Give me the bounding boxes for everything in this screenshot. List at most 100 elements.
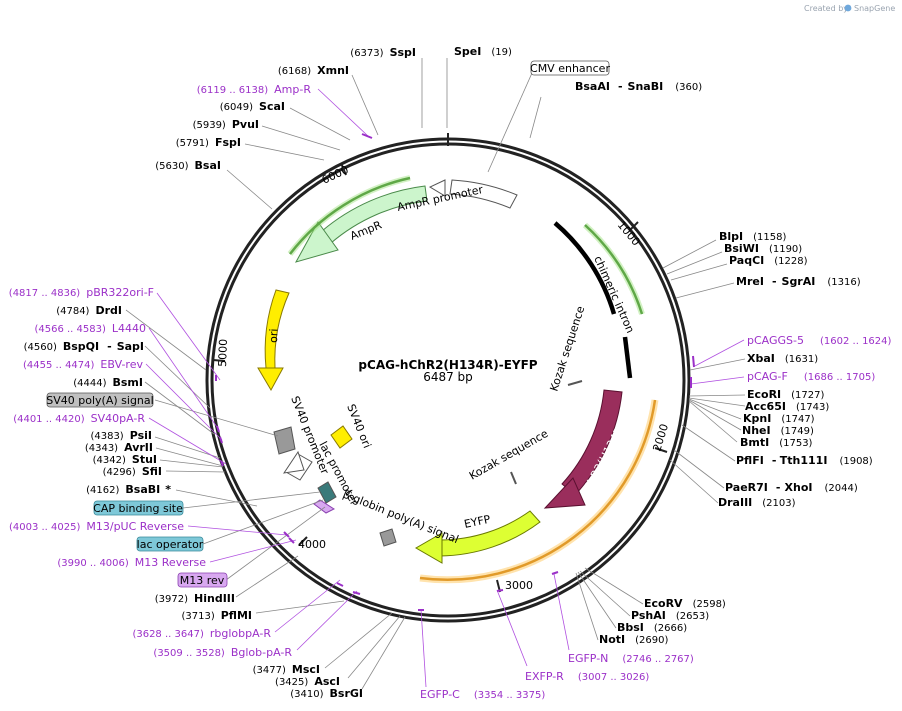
primer-amp-r[interactable]: (6119 .. 6138)Amp-R xyxy=(197,83,312,96)
tick-label-4000: 4000 xyxy=(298,538,326,551)
box-lac-operator[interactable]: lac operator xyxy=(136,536,204,552)
leader-m13puc xyxy=(187,525,288,536)
site-bsai[interactable]: (5630)BsaI xyxy=(155,159,221,172)
site-paqci[interactable]: PaqCI(1228) xyxy=(729,254,808,267)
site-bspqi-sapi[interactable]: (4560)BspQI-SapI xyxy=(24,340,144,353)
eyfp-arrowhead xyxy=(414,532,443,564)
leader-bglobpar xyxy=(296,590,358,651)
site-pshai[interactable]: PshAI(2653) xyxy=(631,609,709,622)
primer-m13puc[interactable]: (4003 .. 4025)M13/pUC Reverse xyxy=(9,520,184,533)
tick-1000 xyxy=(629,221,639,231)
box-cmv-enhancer[interactable]: CMV enhancer xyxy=(530,60,610,76)
leader-lines xyxy=(125,58,746,690)
primer-sv40par[interactable]: (4401 .. 4420)SV40pA-R xyxy=(13,412,145,425)
box-cap-binding-site[interactable]: CAP binding site xyxy=(93,500,184,516)
site-spei[interactable]: SpeI(19) xyxy=(454,45,512,58)
site-draiii[interactable]: DraIII(2103) xyxy=(718,496,796,509)
box-sv40-polya-text: SV40 poly(A) signal xyxy=(46,394,153,407)
primer-tick-sv40par xyxy=(220,460,224,467)
site-labels: (6373)SspI SpeI(19) BsaAI-SnaBI(360) (61… xyxy=(24,45,873,700)
site-pflmi[interactable]: (3713)PflMI xyxy=(181,609,252,622)
primer-ticks xyxy=(215,133,695,611)
site-sfii[interactable]: (4296)SfiI xyxy=(103,465,162,478)
primer-egfpc[interactable]: EGFP-C(3354 .. 3375) xyxy=(420,688,545,701)
primer-bglobpar[interactable]: (3509 .. 3528)Bglob-pA-R xyxy=(153,646,292,659)
leader-l4440 xyxy=(148,327,220,431)
beta-globin-polya-block xyxy=(379,528,397,547)
leader-stui xyxy=(159,459,224,468)
site-bsmi[interactable]: (4444)BsmI xyxy=(73,376,143,389)
site-avrii[interactable]: (4343)AvrII xyxy=(85,441,153,454)
primer-exfpr[interactable]: EXFP-R(3007 .. 3026) xyxy=(525,670,649,683)
site-bsrgi[interactable]: (3410)BsrGI xyxy=(290,687,363,700)
site-pvui[interactable]: (5939)PvuI xyxy=(193,118,259,131)
snapgene-logo-icon xyxy=(844,4,852,12)
site-bsaai-snabi[interactable]: BsaAI-SnaBI(360) xyxy=(575,80,702,93)
site-bsabi[interactable]: (4162)BsaBI* xyxy=(86,483,171,496)
primer-l4440[interactable]: (4566 .. 4583)L4440 xyxy=(34,322,146,335)
box-m13-rev-text: M13 rev xyxy=(180,574,225,587)
site-stui[interactable]: (4342)StuI xyxy=(93,453,157,466)
leader-bsabi xyxy=(175,489,258,507)
leader-draiii xyxy=(669,459,719,504)
leader-pbr322orif xyxy=(156,292,221,381)
primer-egfpn[interactable]: EGFP-N(2746 .. 2767) xyxy=(568,652,694,665)
site-noti[interactable]: NotI(2690) xyxy=(599,633,668,646)
site-sspi[interactable]: (6373)SspI xyxy=(350,46,416,59)
tick-4000 xyxy=(298,536,308,546)
leader-m13rev xyxy=(225,506,326,581)
site-bmti[interactable]: BmtI(1753) xyxy=(740,436,813,449)
kozak-mark-2 xyxy=(510,471,517,485)
site-msci[interactable]: (3477)MscI xyxy=(253,663,320,676)
feature-label-chimeric-intron: chimeric intron xyxy=(591,254,637,335)
leader-pflmi xyxy=(255,600,345,614)
site-pflfi-tth111i[interactable]: PflFI-Tth111I(1908) xyxy=(736,454,873,467)
primer-tick-ebvrev xyxy=(219,436,223,444)
leader-mrei xyxy=(675,282,735,299)
site-blpi[interactable]: BlpI(1158) xyxy=(719,230,786,243)
feature-label-kozak-1: Kozak sequence xyxy=(547,304,587,393)
site-xbai[interactable]: XbaI(1631) xyxy=(747,352,818,365)
site-mrei-sgrai[interactable]: MreI-SgrAI(1316) xyxy=(736,275,861,288)
leader-egfpc xyxy=(420,608,427,688)
leader-bsai xyxy=(226,169,273,210)
leader-sv40par xyxy=(148,417,227,465)
primer-pbr322orif[interactable]: (4817 .. 4836)pBR322ori-F xyxy=(9,286,154,299)
site-xmni[interactable]: (6168)XmnI xyxy=(278,64,349,77)
site-scai[interactable]: (6049)ScaI xyxy=(220,100,285,113)
chr2-arrowhead xyxy=(543,477,586,509)
leader-acc65i xyxy=(688,397,746,407)
box-m13-rev[interactable]: M13 rev xyxy=(177,572,228,588)
site-psii[interactable]: (4383)PsiI xyxy=(90,429,152,442)
site-drdi[interactable]: (4784)DrdI xyxy=(56,304,122,317)
chimeric-intron-orf-highlight xyxy=(582,222,645,315)
site-fspi[interactable]: (5791)FspI xyxy=(176,136,241,149)
leader-scai xyxy=(289,107,351,141)
leader-exfpr xyxy=(496,589,528,667)
site-acc65i[interactable]: Acc65I(1743) xyxy=(745,400,829,413)
site-paer7i-xhoi[interactable]: PaeR7I-XhoI(2044) xyxy=(725,481,858,494)
ampr-promoter-arrowhead xyxy=(428,179,446,197)
primer-pcagf[interactable]: pCAG-F(1686 .. 1705) xyxy=(747,370,875,383)
primer-ebvrev[interactable]: (4455 .. 4474)EBV-rev xyxy=(23,358,143,371)
primer-pcaggs5[interactable]: pCAGGS-5(1602 .. 1624) xyxy=(747,334,892,347)
site-ecorv[interactable]: EcoRV(2598) xyxy=(644,597,726,610)
primer-m13reverse[interactable]: (3990 .. 4006)M13 Reverse xyxy=(57,556,206,569)
site-hindiii[interactable]: (3972)HindIII xyxy=(155,592,235,605)
chr2-eyfp-orf-highlight xyxy=(419,399,659,584)
site-nhei[interactable]: NheI(1749) xyxy=(742,424,814,437)
leader-cap xyxy=(182,491,321,509)
primer-rbglobpar[interactable]: (3628 .. 3647)rbglobpA-R xyxy=(132,627,271,640)
primer-tick-l4440 xyxy=(216,425,220,433)
leader-cmv xyxy=(487,72,533,173)
leader-blpi xyxy=(662,239,717,269)
site-asci[interactable]: (3425)AscI xyxy=(275,675,340,688)
site-bsiwi[interactable]: BsiWI(1190) xyxy=(724,242,802,255)
primer-tick-m13reverse xyxy=(288,537,295,544)
site-kpni[interactable]: KpnI(1747) xyxy=(743,412,815,425)
plasmid-size: 6487 bp xyxy=(423,370,473,384)
feature-label-sv40-ori: SV40 ori xyxy=(344,402,373,450)
site-bbsi[interactable]: BbsI(2666) xyxy=(617,621,687,634)
box-sv40-polya[interactable]: SV40 poly(A) signal xyxy=(46,392,154,408)
site-ecori[interactable]: EcoRI(1727) xyxy=(747,388,825,401)
